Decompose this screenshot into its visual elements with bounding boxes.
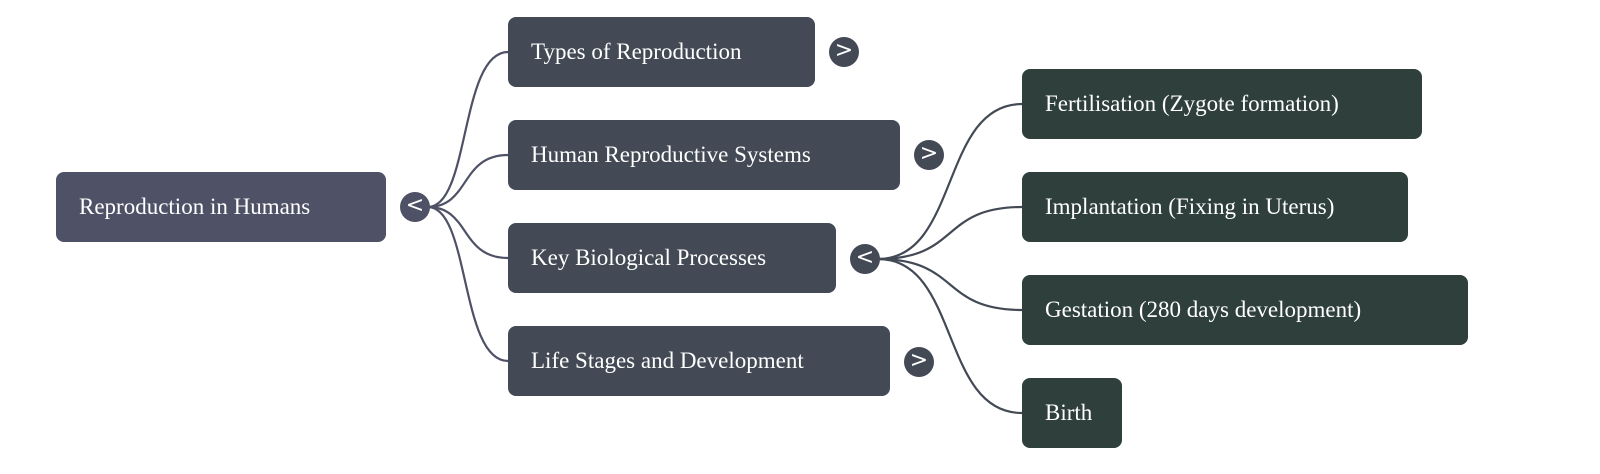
node-label: Key Biological Processes [531,245,767,270]
node-life-stages[interactable]: Life Stages and Development [508,326,890,396]
link-gestation [877,257,1023,312]
link-root-systems [427,153,509,209]
node-human-reproductive-systems[interactable]: Human Reproductive Systems [508,120,900,190]
collapse-toggle-processes[interactable]: < [850,244,880,274]
root-label: Reproduction in Humans [79,194,311,219]
link-root-lifestages [427,205,509,363]
root-collapse-toggle[interactable]: < [400,192,430,222]
link-implantation [877,205,1023,261]
node-label: Implantation (Fixing in Uterus) [1045,194,1335,219]
node-label: Life Stages and Development [531,348,804,373]
node-birth[interactable]: Birth [1022,378,1122,448]
link-fertilisation [877,102,1023,261]
expand-toggle-types[interactable]: > [829,37,859,67]
node-label: Gestation (280 days development) [1045,297,1362,322]
link-birth [877,257,1023,415]
node-label: Birth [1045,400,1093,425]
node-label: Fertilisation (Zygote formation) [1045,91,1339,116]
node-label: Types of Reproduction [531,39,742,64]
node-label: Human Reproductive Systems [531,142,811,167]
node-implantation[interactable]: Implantation (Fixing in Uterus) [1022,172,1408,242]
root-node[interactable]: Reproduction in Humans [56,172,386,242]
node-gestation[interactable]: Gestation (280 days development) [1022,275,1468,345]
node-types-of-reproduction[interactable]: Types of Reproduction [508,17,815,87]
node-key-biological-processes[interactable]: Key Biological Processes [508,223,836,293]
expand-toggle-systems[interactable]: > [914,140,944,170]
link-root-types [427,50,509,209]
expand-toggle-lifestages[interactable]: > [904,347,934,377]
node-fertilisation[interactable]: Fertilisation (Zygote formation) [1022,69,1422,139]
link-root-processes [427,205,509,260]
